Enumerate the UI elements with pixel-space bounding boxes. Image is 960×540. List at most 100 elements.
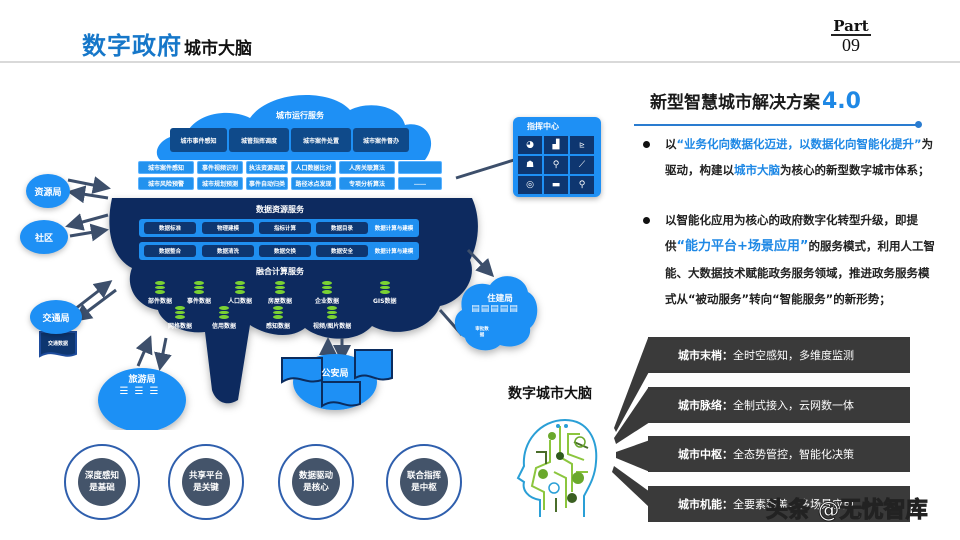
city-ops-title: 城市运行服务 [276,111,324,120]
database-icon [275,281,285,294]
tourism-bubble [98,368,186,430]
user-board-icon[interactable]: ☗ [518,156,542,174]
header-divider [0,61,960,63]
principle-circle: 数据驱动是核心 [278,444,354,520]
data-resource-row-label: 数据计算与建模 [374,249,414,255]
part-number: 09 [842,35,860,55]
title-underline [634,124,918,126]
trend-icon[interactable]: ⟋ [570,156,594,174]
algorithm-item[interactable]: 人房关联算法 [339,161,395,174]
watermark: 头条 @无忧智库 [766,498,929,524]
pie-chart-icon[interactable]: ◕ [518,136,542,154]
algorithm-item[interactable]: 执法资源调度 [246,161,288,174]
data-resource-item[interactable]: 数据交换 [259,245,311,257]
data-source[interactable]: 视频/图片数据 [313,306,351,330]
database-icon [273,306,283,319]
arrow-resources-out [67,185,109,204]
algorithm-item[interactable]: 事件视频识别 [197,161,243,174]
algorithm-item[interactable]: …… [398,177,442,190]
housing-data-label: 审批数据 [475,327,489,338]
title-sub: 城市大脑 [184,39,252,59]
agency-traffic[interactable]: 交通局 [30,300,82,334]
arrow-community-in [69,223,109,242]
person-map-icon[interactable]: ⚲ [544,156,568,174]
data-resource-item[interactable]: 物理建模 [202,222,254,234]
arrow-tourism-in [135,335,153,367]
city-ops-item[interactable]: 城市案件督办 [353,128,409,152]
city-brain-diagram: 城市运行服务 城市事件感知 城管指挥调度 城市案件处置 城市案件督办 城市案件感… [0,70,620,430]
agency-housing[interactable]: 住建局 [487,294,513,304]
principle-circle: 深度感知是基础 [64,444,140,520]
database-icon [175,306,185,319]
arrow-resources-in [67,176,111,194]
arrow-traffic-out [73,288,117,322]
traffic-data-doc [39,331,77,358]
part-indicator: Part 09 [826,16,876,54]
police-screen-1 [281,357,323,384]
data-source[interactable]: 信用数据 [212,306,236,330]
data-resource-item[interactable]: 数据目录 [316,222,368,234]
algorithm-item[interactable]: 人口数据比对 [291,161,336,174]
layer-bar: 城市机能：全要素覆盖，多场景应用 [648,486,910,522]
data-source[interactable]: 企业数据 [315,281,339,305]
fusion-compute-title: 融合计算服务 [256,267,304,276]
database-icon [219,306,229,319]
compass-icon[interactable]: ◎ [518,176,542,194]
title-main: 数字政府 [82,32,182,60]
layer-bar: 城市脉络：全制式接入，云网数一体 [648,387,910,423]
city-ops-item[interactable]: 城市事件感知 [170,128,227,152]
agency-police[interactable]: 公安局 [321,369,349,379]
command-center-title: 指挥中心 [527,122,559,131]
algorithm-item[interactable] [398,161,442,174]
city-ops-item[interactable]: 城管指挥调度 [229,128,289,152]
data-resource-item[interactable]: 数据标准 [144,222,196,234]
database-icon [379,281,390,294]
data-source[interactable]: 事件数据 [187,281,211,305]
data-source[interactable]: 房屋数据 [268,281,292,305]
data-resources-title: 数据资源服务 [256,205,304,214]
camera-icon[interactable]: ▬ [544,176,568,194]
agency-tourism[interactable]: 旅游局 [128,375,156,385]
brain-title: 数字城市大脑 [508,386,592,402]
data-source[interactable]: 感知数据 [266,306,290,330]
data-source[interactable]: 部件数据 [148,281,172,305]
underline-dot [915,121,922,128]
search-icon[interactable]: ⚲ [570,176,594,194]
data-resource-item[interactable]: 指标计算 [259,222,311,234]
city-ops-item[interactable]: 城市案件处置 [291,128,351,152]
algorithm-item[interactable]: 城市规划预测 [197,177,243,190]
bullet-dot [643,217,650,224]
database-icon [155,281,165,294]
data-source[interactable]: GIS数据 [373,281,396,305]
arrow-tourism-out [154,337,172,371]
data-resource-item[interactable]: 数据安全 [316,245,368,257]
principle-circle: 共享平台是关键 [168,444,244,520]
page-title: 数字政府 城市大脑 [82,26,252,61]
data-source[interactable]: 网格数据 [168,306,192,330]
housing-buildings-icon: ▤▤▤▤▤ [471,304,519,314]
layer-connectors [612,338,650,508]
algorithm-item[interactable]: 路径冰点发现 [291,177,336,190]
bar-chart-icon[interactable]: ▟ [544,136,568,154]
algorithm-item[interactable]: 专项分析算法 [339,177,395,190]
traffic-data-label: 交通数据 [47,341,68,347]
solution-version: 4.0 [822,89,861,114]
command-center-panel[interactable]: 指挥中心 ◕ ▟ ⊵ ☗ ⚲ ⟋ ◎ ▬ ⚲ [513,117,601,197]
agency-community[interactable]: 社区 [20,220,68,254]
line-chart-icon[interactable]: ⊵ [570,136,594,154]
algorithm-item[interactable]: 事件自动归类 [246,177,288,190]
brain-head-icon [516,418,598,517]
data-source[interactable]: 人口数据 [228,281,252,305]
tourism-databases: ☰☰☰ [119,386,165,397]
solution-title: 新型智慧城市解决方案 4.0 [650,89,861,114]
data-resource-item[interactable]: 数据清洗 [202,245,254,257]
agency-resources[interactable]: 资源局 [26,174,70,208]
arrow-community-out [65,213,109,231]
database-icon [327,306,338,319]
bullet-dot [643,141,650,148]
line-command [455,158,515,180]
algorithm-item[interactable]: 城市案件感知 [138,161,194,174]
algorithm-item[interactable]: 城市风险预警 [138,177,194,190]
data-resource-row-label: 数据计算与建模 [374,226,414,232]
data-resource-item[interactable]: 数据整合 [144,245,196,257]
